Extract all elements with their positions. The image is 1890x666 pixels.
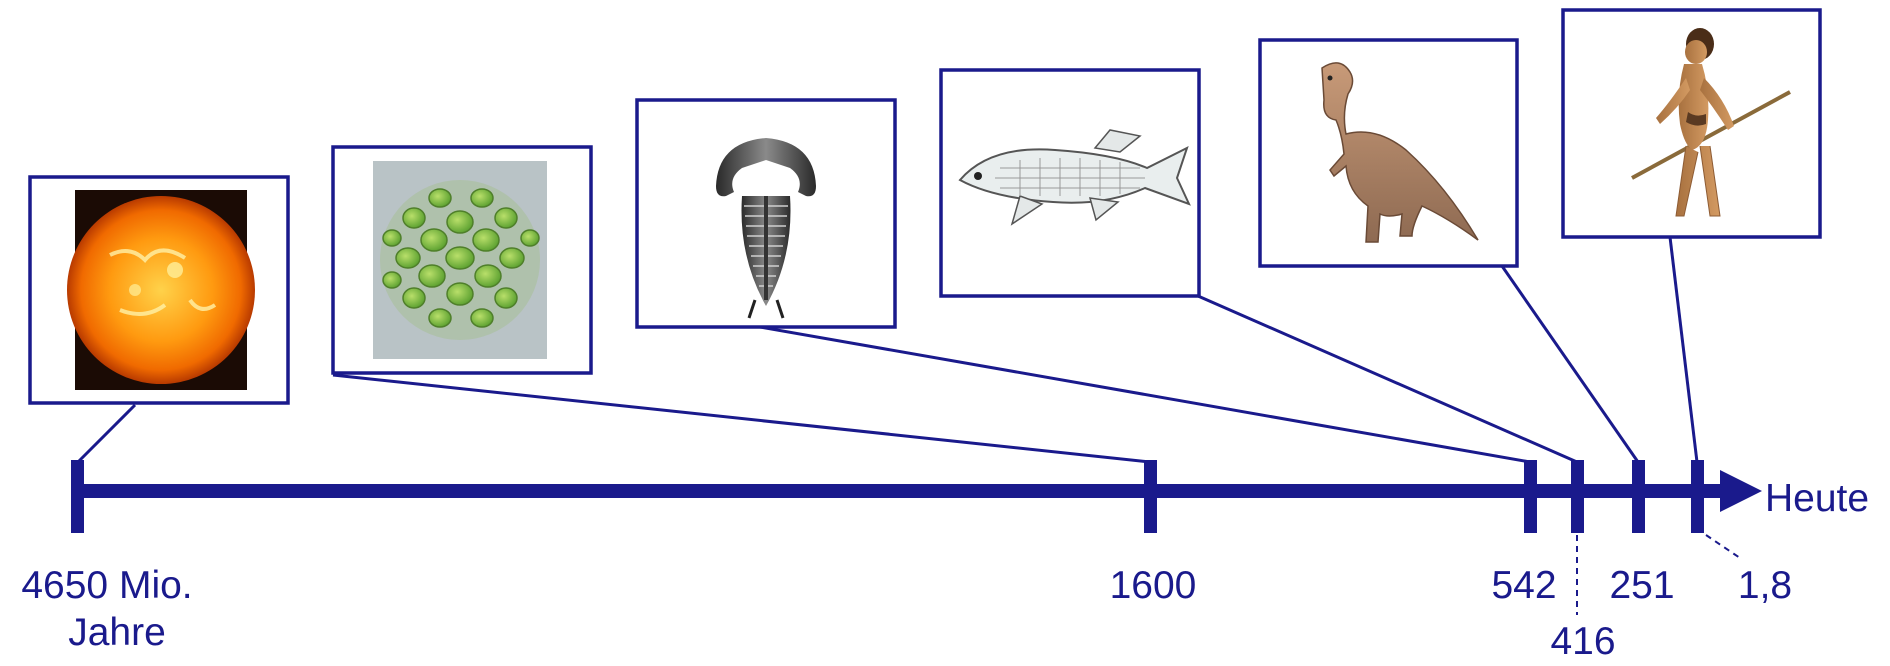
frame-fish xyxy=(941,70,1199,296)
frame-algae xyxy=(333,147,591,373)
sun-image xyxy=(67,190,255,390)
tick-1-8 xyxy=(1691,460,1704,533)
tick-251 xyxy=(1632,460,1645,533)
frame-human xyxy=(1563,10,1820,237)
tick-4650 xyxy=(71,460,84,533)
tick-416 xyxy=(1571,460,1584,533)
green-algae-colony-image xyxy=(373,161,547,359)
frame-dinosaur xyxy=(1260,40,1517,266)
connector-human xyxy=(1670,237,1697,462)
label-heute: Heute xyxy=(1765,477,1869,520)
label-1600: 1600 xyxy=(1110,564,1197,607)
label-542: 542 xyxy=(1491,564,1556,607)
label-1-8: 1,8 xyxy=(1738,564,1792,607)
label-start-line1: 4650 Mio. xyxy=(21,564,192,607)
connector-algae xyxy=(333,375,1150,462)
frame-trilobite xyxy=(637,100,895,327)
timeline-labels: 4650 Mio. Jahre 1600 542 251 1,8 416 Heu… xyxy=(21,477,1869,663)
connector-sun xyxy=(78,405,135,462)
axis-arrowhead xyxy=(1720,470,1762,512)
tick-542 xyxy=(1524,460,1537,533)
connector-trilobite xyxy=(760,327,1530,462)
dash-leader-1-8 xyxy=(1706,535,1740,558)
label-416: 416 xyxy=(1550,620,1615,663)
frame-sun xyxy=(30,177,288,403)
label-251: 251 xyxy=(1609,564,1674,607)
axis-line xyxy=(78,484,1728,498)
tick-1600 xyxy=(1144,460,1157,533)
connector-dinosaur xyxy=(1502,266,1638,462)
label-start-line2: Jahre xyxy=(68,611,166,654)
